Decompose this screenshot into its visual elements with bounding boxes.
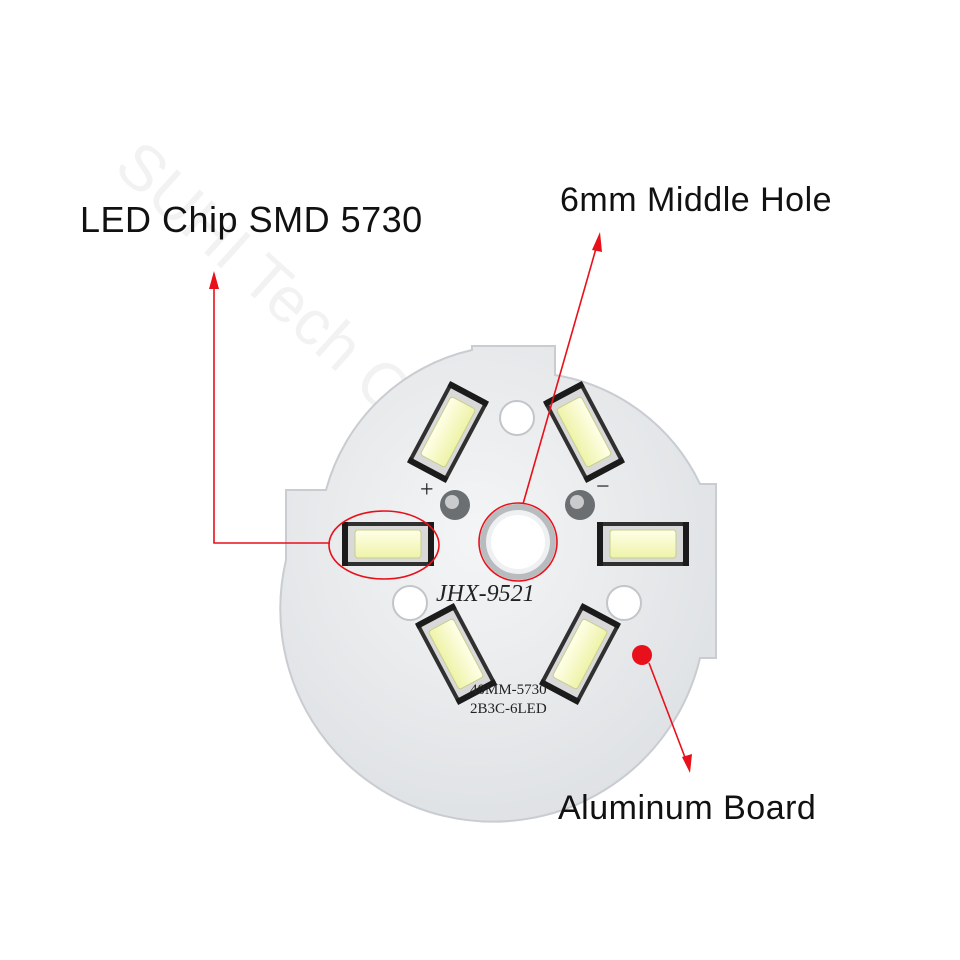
mount-hole-top (499, 400, 535, 436)
middle-hole (480, 504, 556, 580)
board-spec-line2: 2B3C-6LED (470, 701, 547, 717)
label-middle-hole: 6mm Middle Hole (560, 181, 833, 219)
mount-hole-left (392, 585, 428, 621)
led-chip-right (596, 521, 690, 567)
arrow-board (682, 754, 692, 773)
annotation-led-chip (213, 285, 440, 580)
solder-pad-plus (440, 490, 470, 520)
board-model: JHX-9521 (436, 581, 535, 607)
label-led-chip: LED Chip SMD 5730 (80, 199, 423, 240)
board-spec-line1: 40MM-5730 (470, 682, 547, 698)
arrow-middle-hole (592, 232, 602, 252)
marker-dot-board (632, 645, 652, 665)
mount-hole-right (606, 585, 642, 621)
annotation-board-line (648, 662, 687, 761)
arrow-led-chip (209, 271, 219, 289)
led-chip-left (341, 521, 435, 567)
minus-sign: − (596, 474, 610, 500)
label-aluminum-board: Aluminum Board (558, 789, 817, 827)
annotation-middle-hole (478, 244, 598, 582)
plus-sign: + (420, 477, 434, 503)
solder-pad-minus (565, 490, 595, 520)
